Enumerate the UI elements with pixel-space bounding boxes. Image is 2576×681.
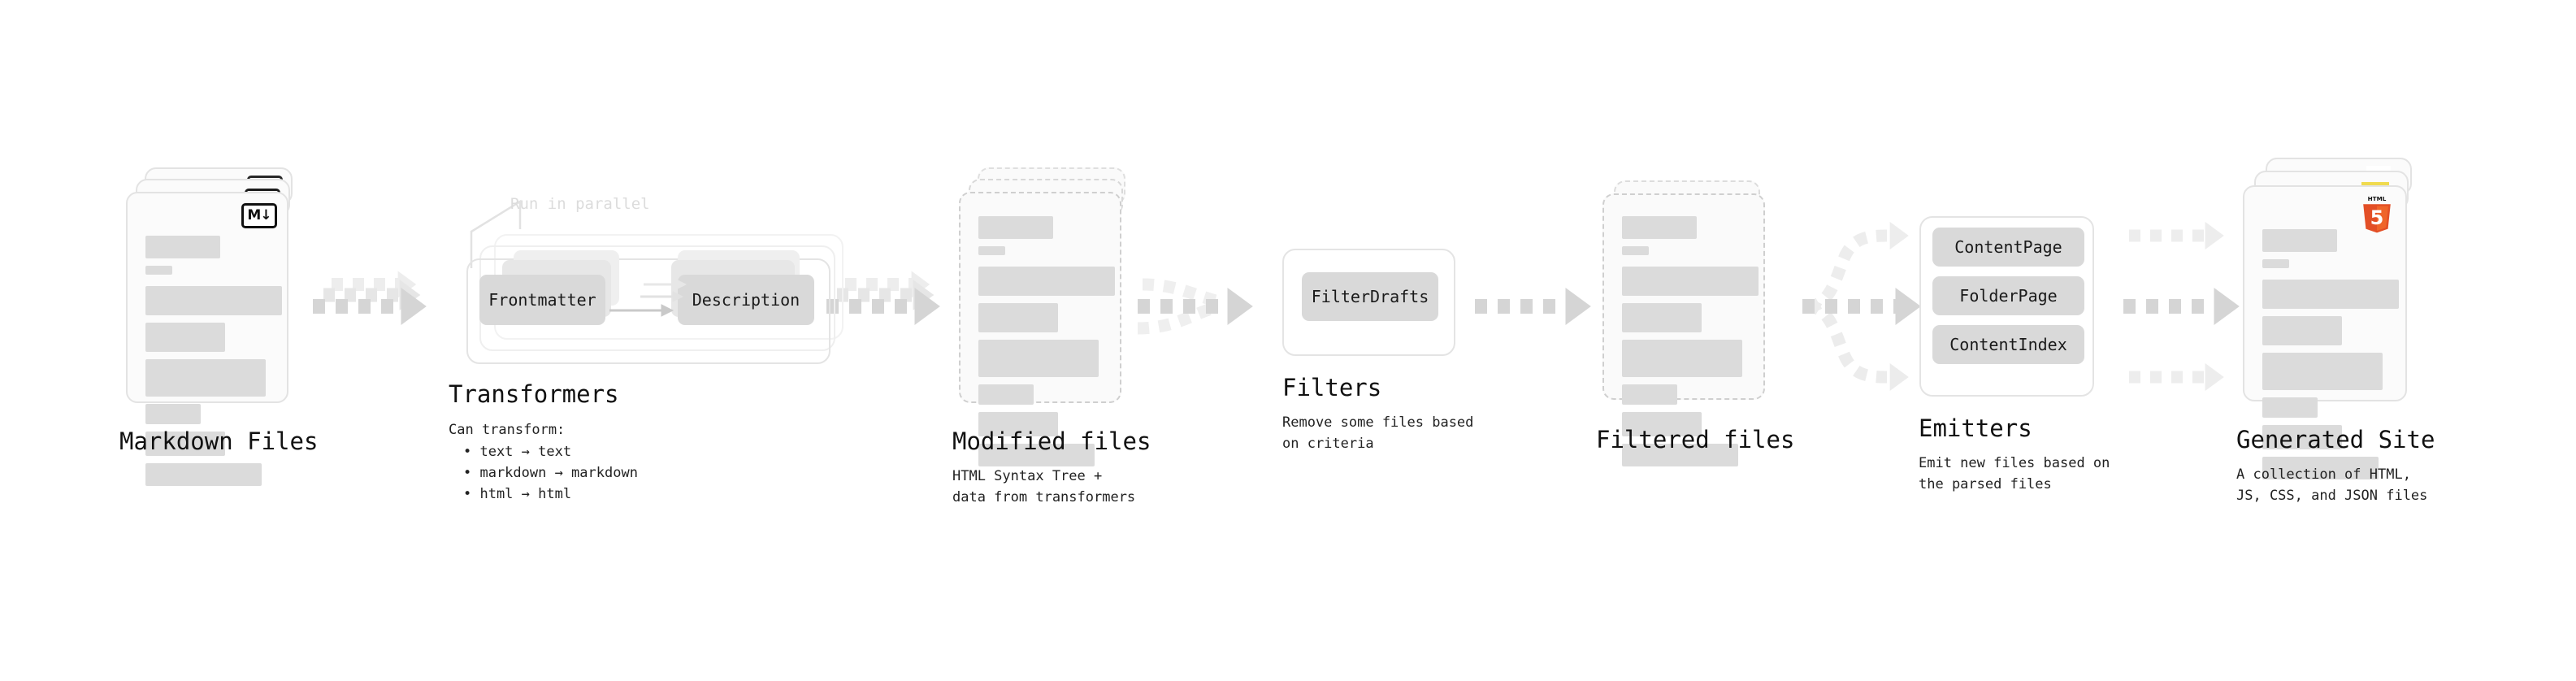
doc-content-bar (145, 432, 225, 456)
doc-content-bar (145, 404, 201, 424)
doc-content-bar (145, 286, 282, 315)
chip-filterdrafts[interactable]: FilterDrafts (1302, 272, 1438, 321)
arrow-modified-to-filters (1137, 278, 1253, 335)
doc-content-bar (1622, 412, 1702, 436)
doc-content-bar (1622, 267, 1759, 296)
doc-content-bar (2262, 280, 2399, 309)
filters-group[interactable]: FilterDrafts (1282, 249, 1455, 356)
html5-icon-svg: HTML 5 (2363, 195, 2391, 233)
doc-content-bar (1622, 384, 1677, 405)
transformers-sub-item-1: • markdown → markdown (463, 465, 638, 481)
doc-content-bar (978, 267, 1115, 296)
doc-content-bar (2262, 316, 2342, 345)
svg-text:HTML: HTML (2368, 195, 2387, 202)
doc-content-bar (1622, 246, 1649, 255)
doc-content-bar (978, 246, 1005, 255)
stage-title-filtered-files: Filtered files (1596, 426, 1795, 453)
transformers-subtitle-head: Can transform: (449, 422, 566, 438)
chip-contentpage[interactable]: ContentPage (1932, 228, 2084, 267)
doc-content-bars (2262, 229, 2399, 487)
stage-title-generated-site: Generated Site (2236, 426, 2435, 453)
stage-title-emitters: Emitters (1919, 414, 2032, 442)
doc-content-bar (145, 359, 266, 397)
stage-generated-site: CSS HTML 5 Gene (2236, 158, 2435, 504)
arrow-filters-to-filtered (1475, 288, 1591, 325)
filtered-card-stack (1602, 180, 1777, 466)
stage-title-modified-files: Modified files (952, 427, 1151, 455)
chip-frontmatter[interactable]: Frontmatter (479, 275, 605, 325)
modified-files-sub-line1: HTML Syntax Tree + (952, 468, 1103, 484)
doc-content-bar (2262, 259, 2289, 268)
chip-description[interactable]: Description (678, 275, 814, 325)
arrow-emitters-to-site (2123, 222, 2240, 391)
stage-filtered-files: Filtered files (1596, 180, 1794, 466)
doc-content-bar (1622, 340, 1742, 377)
arrow-filtered-to-emitters (1802, 222, 1921, 391)
doc-content-bar (1622, 216, 1697, 239)
doc-content-bar (978, 303, 1058, 332)
doc-content-bar (2262, 353, 2383, 390)
filters-sub-line1: Remove some files based (1282, 414, 1474, 431)
markdown-card-stack: M↓ M↓ M↓ (126, 167, 301, 486)
filtered-card-front[interactable] (1602, 193, 1765, 466)
emitters-sub-line2: the parsed files (1919, 476, 2052, 492)
modified-card-front[interactable] (959, 192, 1121, 466)
doc-content-bar (145, 236, 220, 258)
doc-content-bars (978, 216, 1115, 474)
doc-content-bar (145, 266, 172, 275)
doc-content-bar (2262, 397, 2318, 418)
doc-content-bar (2262, 425, 2342, 449)
generated-site-sub-line2: JS, CSS, and JSON files (2236, 488, 2428, 504)
markdown-icon-label: M↓ (247, 207, 271, 223)
emitters-sub-line1: Emit new files based on (1919, 455, 2110, 471)
stage-modified-files: Modified files HTML Syntax Tree + data f… (952, 167, 1151, 505)
stage-title-filters: Filters (1282, 374, 1382, 401)
modified-card-stack (959, 167, 1134, 466)
doc-content-bar (978, 216, 1053, 239)
doc-content-bar (2262, 229, 2337, 252)
doc-content-bar (1622, 444, 1738, 466)
doc-content-bar (978, 384, 1034, 405)
markdown-card-front[interactable]: M↓ (126, 192, 288, 486)
doc-content-bar (1622, 303, 1702, 332)
doc-content-bar (978, 412, 1058, 436)
stage-title-transformers: Transformers (449, 380, 619, 408)
stage-markdown-files: M↓ M↓ M↓ Markdown Files (119, 167, 318, 486)
filters-sub-line2: on criteria (1282, 436, 1374, 452)
doc-content-bar (978, 444, 1095, 466)
generated-site-sub-line1: A collection of HTML, (2236, 466, 2411, 483)
doc-content-bars (145, 236, 282, 493)
stage-title-markdown-files: Markdown Files (119, 427, 319, 455)
site-card-front[interactable]: HTML 5 (2243, 185, 2407, 479)
site-card-stack: CSS HTML 5 (2243, 158, 2418, 479)
html5-icon: HTML 5 (2360, 195, 2394, 234)
transformer-group-front[interactable]: Frontmatter Description (466, 250, 830, 364)
doc-content-bar (978, 340, 1099, 377)
transformers-sub-item-0: • text → text (463, 444, 572, 460)
doc-content-bar (145, 323, 225, 352)
doc-content-bar (145, 463, 262, 486)
transformers-sub-item-2: • html → html (463, 486, 572, 502)
arrow-markdown-to-transformers (313, 271, 427, 325)
doc-content-bar (2262, 457, 2379, 479)
markdown-icon: M↓ (241, 203, 277, 228)
emitters-group[interactable]: ContentPage FolderPage ContentIndex (1919, 216, 2094, 397)
modified-files-sub-line2: data from transformers (952, 489, 1136, 505)
doc-content-bars (1622, 216, 1759, 474)
chip-contentindex[interactable]: ContentIndex (1932, 325, 2084, 364)
run-in-parallel-annotation: Run in parallel (510, 195, 650, 213)
chip-folderpage[interactable]: FolderPage (1932, 276, 2084, 315)
svg-text:5: 5 (2370, 206, 2384, 229)
